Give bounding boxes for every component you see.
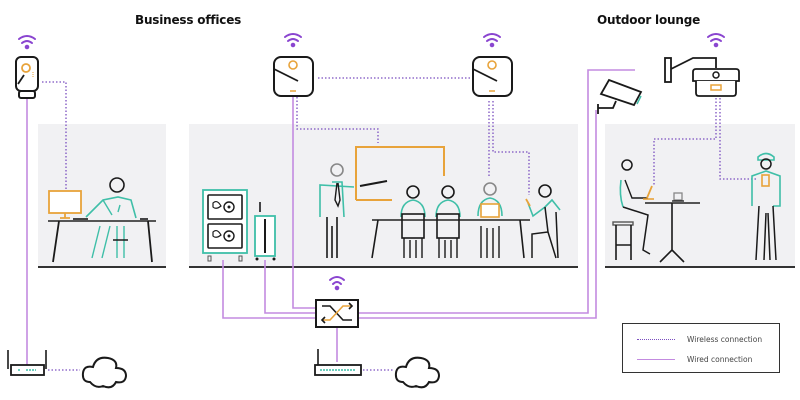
- wireless-link: [296, 97, 379, 143]
- office-worker-scene: [48, 177, 156, 263]
- wireless-link: [42, 81, 67, 190]
- wireless-line-swatch: [637, 339, 675, 340]
- wired-connections: [26, 69, 635, 368]
- legend-label-wireless: Wireless connection: [687, 335, 763, 344]
- legend: Wireless connection Wired connection: [622, 323, 780, 373]
- router-icon: [314, 349, 362, 376]
- room-outdoor-lounge: [605, 124, 795, 267]
- ceiling-access-point-icon: [472, 56, 513, 97]
- router-icon: [7, 350, 47, 376]
- outdoor-access-point-icon: [664, 57, 740, 97]
- wifi-icon: [18, 35, 36, 50]
- wifi-icon: [284, 33, 302, 48]
- legend-label-wired: Wired connection: [687, 355, 753, 364]
- wireless-connections: [42, 77, 758, 371]
- wired-link: [358, 110, 597, 319]
- cloud-icon: [81, 356, 128, 389]
- wired-link: [358, 69, 635, 314]
- cloud-icon: [394, 356, 441, 389]
- legend-item-wireless: Wireless connection: [637, 335, 762, 344]
- wired-link: [222, 260, 315, 319]
- wired-line-swatch: [637, 359, 675, 360]
- wifi-icon: [707, 33, 725, 48]
- wifi-icon: [329, 276, 345, 291]
- storage-server-icon: [202, 189, 248, 262]
- network-switch-icon: [315, 299, 359, 328]
- section-title-business-offices: Business offices: [135, 13, 242, 27]
- outdoor-scene: [612, 152, 781, 263]
- wall-access-point-icon: [15, 56, 39, 99]
- wired-link: [292, 97, 320, 309]
- meeting-scene: [320, 146, 561, 259]
- ceiling-access-point-icon: [273, 56, 314, 97]
- legend-item-wired: Wired connection: [637, 355, 752, 364]
- server-unit-icon: [254, 202, 276, 261]
- wireless-link: [719, 98, 758, 180]
- section-title-outdoor-lounge: Outdoor lounge: [597, 13, 701, 27]
- wireless-link: [653, 98, 717, 185]
- wired-link: [264, 260, 315, 314]
- wireless-link: [492, 101, 530, 195]
- wifi-icon: [483, 33, 501, 48]
- security-camera-icon: [597, 78, 643, 114]
